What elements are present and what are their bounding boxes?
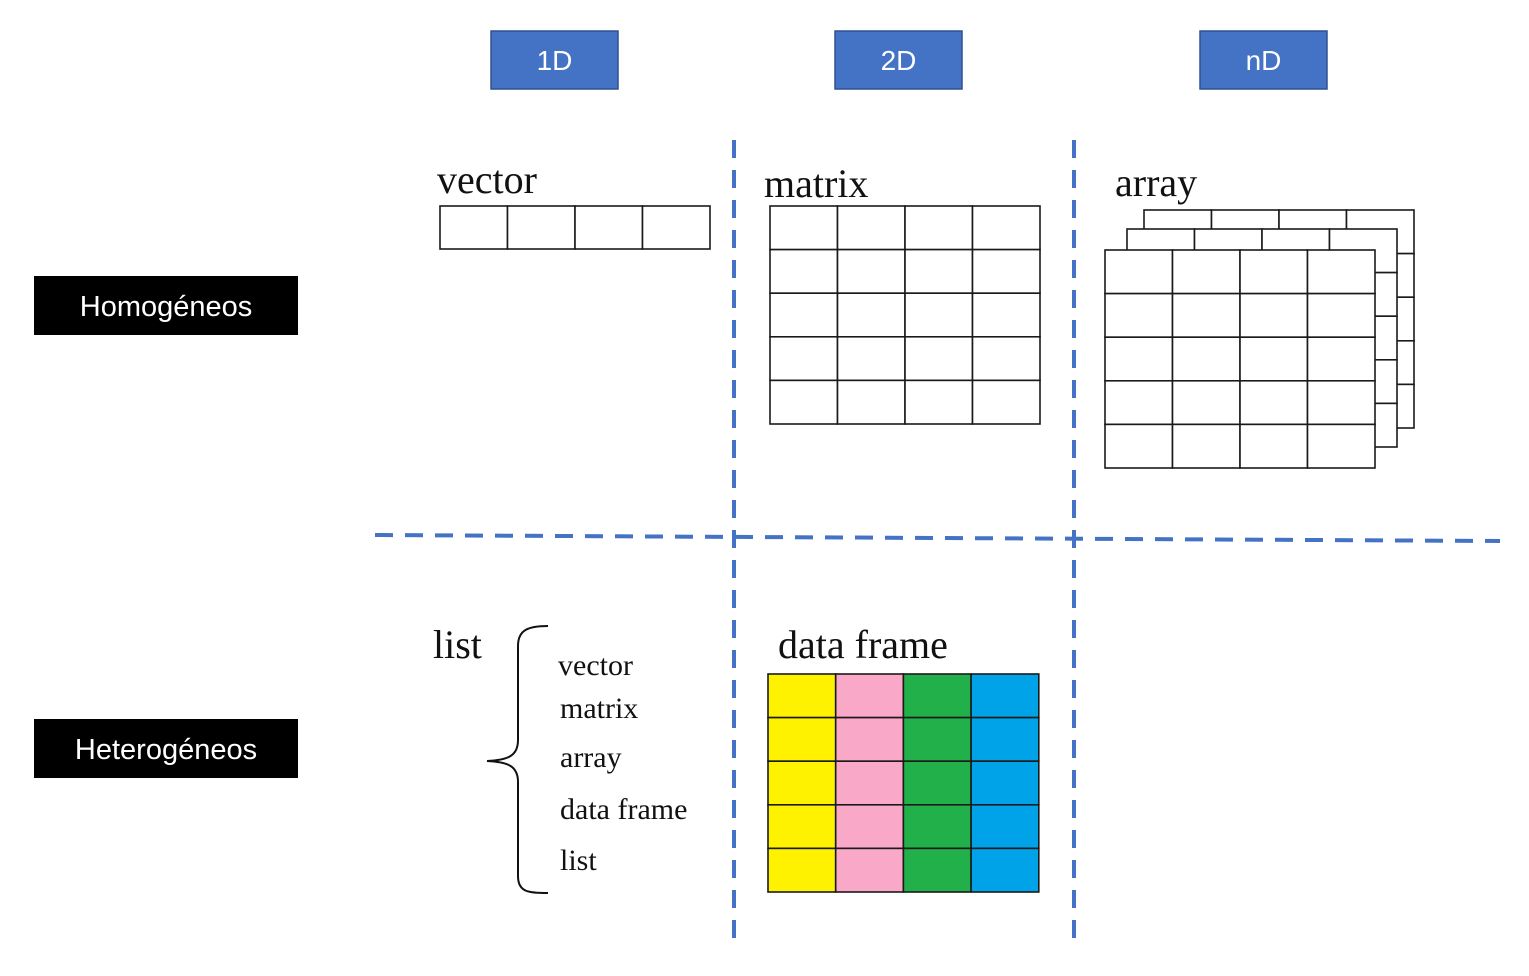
row-header-homogeneous-label: Homogéneos — [80, 291, 253, 323]
array-layer-3-cell — [1306, 423, 1376, 469]
data-frame-cell — [834, 760, 905, 806]
data-frame-cell — [970, 673, 1040, 719]
matrix-cell — [836, 379, 906, 425]
array-layer-3-cell — [1239, 249, 1309, 295]
list-content-item: data frame — [560, 793, 687, 826]
matrix-cell — [904, 335, 974, 382]
matrix-cell — [904, 205, 974, 251]
data-frame-cell — [834, 803, 905, 850]
array-layer-3-cell — [1239, 292, 1309, 339]
matrix-cell — [971, 205, 1041, 251]
list-title: list — [433, 622, 482, 667]
data-frame-cell — [834, 673, 905, 719]
matrix-title: matrix — [764, 161, 868, 206]
array-title: array — [1115, 160, 1197, 205]
data-frame-cell — [902, 847, 972, 893]
matrix-cell — [836, 205, 906, 251]
column-header-nd-label: nD — [1246, 45, 1282, 76]
data-frame-cell — [970, 760, 1040, 806]
array-layer-3-cell — [1104, 249, 1174, 295]
list-contents: vector matrix array data frame list — [558, 649, 687, 877]
vector-title: vector — [437, 157, 537, 202]
data-frame-cell — [902, 716, 972, 762]
list-content-item: matrix — [560, 692, 638, 725]
array-layer-3-cell — [1171, 249, 1241, 295]
matrix-cell — [769, 205, 839, 251]
matrix-cell — [769, 292, 839, 338]
matrix-cell — [769, 248, 839, 295]
list-brace — [486, 625, 549, 894]
array-layer-3-cell — [1104, 379, 1174, 426]
data-frame-grid — [767, 673, 1040, 893]
column-header-nd: nD — [1199, 30, 1328, 90]
vector-cell — [506, 205, 576, 250]
array-layer-3-cell — [1306, 336, 1376, 382]
data-frame-cell — [767, 847, 837, 893]
data-frame-cell — [767, 760, 837, 806]
matrix-cell — [904, 379, 974, 425]
array-layer-3-cell — [1239, 423, 1309, 469]
vector-cell — [641, 205, 711, 250]
array-layer-3-cell — [1171, 292, 1241, 339]
matrix-cell — [971, 379, 1041, 425]
matrix-cell — [904, 248, 974, 295]
array-layer-3-cell — [1306, 292, 1376, 339]
array-layer-3-cell — [1104, 336, 1174, 382]
data-frame-cell — [767, 803, 837, 850]
data-frame-cell — [970, 716, 1040, 762]
data-frame-cell — [970, 847, 1040, 893]
vector-grid — [439, 205, 711, 250]
matrix-cell — [836, 248, 906, 295]
array-layer-3-cell — [1306, 379, 1376, 426]
array-layer-3-cell — [1104, 423, 1174, 469]
column-header-2d-label: 2D — [881, 45, 917, 76]
column-header-1d: 1D — [490, 30, 619, 90]
array-layer-3-cell — [1171, 379, 1241, 426]
row-header-heterogeneous: Heterogéneos — [34, 719, 298, 778]
list-content-item: array — [560, 741, 622, 774]
array-layer-3-cell — [1104, 292, 1174, 339]
data-frame-cell — [902, 760, 972, 806]
data-frame-cell — [767, 673, 837, 719]
array-layer-3-cell — [1171, 336, 1241, 382]
data-frame-cell — [970, 803, 1040, 850]
matrix-cell — [904, 292, 974, 338]
array-layer-3-cell — [1306, 249, 1376, 295]
matrix-cell — [971, 335, 1041, 382]
list-content-item: list — [560, 844, 597, 877]
array-layer-3-cell — [1239, 336, 1309, 382]
matrix-cell — [769, 335, 839, 382]
data-frame-cell — [767, 716, 837, 762]
array-layer-3-cell — [1171, 423, 1241, 469]
matrix-cell — [971, 292, 1041, 338]
column-header-2d: 2D — [834, 30, 963, 90]
matrix-cell — [836, 335, 906, 382]
matrix-cell — [769, 379, 839, 425]
matrix-grid — [769, 205, 1041, 425]
matrix-cell — [836, 292, 906, 338]
horizontal-divider — [374, 533, 1501, 543]
vector-cell — [439, 205, 509, 250]
data-frame-cell — [902, 673, 972, 719]
array-layer-3-cell — [1239, 379, 1309, 426]
data-frame-cell — [902, 803, 972, 850]
vector-cell — [574, 205, 644, 250]
column-header-1d-label: 1D — [537, 45, 573, 76]
array-grid — [1104, 209, 1415, 469]
matrix-cell — [971, 248, 1041, 295]
list-content-item: vector — [558, 649, 633, 682]
data-frame-cell — [834, 716, 905, 762]
data-frame-cell — [834, 847, 905, 893]
row-header-heterogeneous-label: Heterogéneos — [75, 734, 257, 766]
array-layer — [1104, 249, 1376, 469]
row-header-homogeneous: Homogéneos — [34, 276, 298, 335]
data-frame-title: data frame — [778, 622, 948, 667]
